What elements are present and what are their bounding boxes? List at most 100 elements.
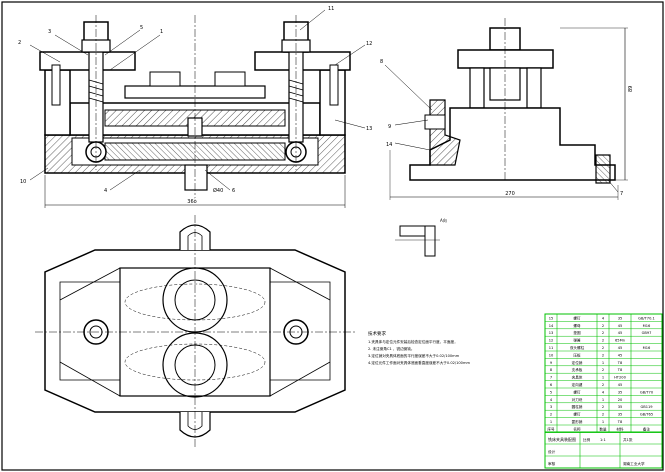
bom-cell: 螺钉 [573,389,581,394]
bom-cell: GB97 [642,331,652,335]
bom-cell: 3 [550,405,552,409]
bom-cell: 35 [618,390,623,394]
side-view: 89 270 [384,18,634,200]
bom-cell: 1 [550,420,552,424]
front-view-labels: 2 3 4 5 1 6 11 12 13 10 [18,6,372,194]
tech-title: 技术要求 [368,330,386,337]
bom-cell: 10 [549,353,554,357]
bom-cell: M16 [643,346,651,350]
bom-cell: 2 [602,383,604,387]
detail-label: A向 [440,217,447,223]
top-view [35,215,355,448]
title-block-footer: 铣床夹具装配图 比例 1:1 共1张 设计 审核 湖南工业大学 [544,431,663,469]
side-height-dim: 89 [628,86,634,92]
bom-cell: 圆柱销 [572,404,583,409]
bom-cell: HT200 [614,376,626,380]
bom-cell: GB/T65 [640,413,653,417]
bom-header-cell: 名称 [573,426,581,431]
bom-header-cell: 备注 [643,426,651,431]
side-width-dim: 270 [505,191,515,197]
bom-cell: 11 [549,346,554,350]
checker-label: 审核 [548,461,556,466]
balloon-4: 4 [104,188,107,194]
bom-cell: 螺母 [573,323,581,328]
bom-cell: 2 [602,339,604,343]
bom-cell: 45 [618,346,623,350]
drawing-title: 铣床夹具装配图 [548,436,576,442]
detail-view: A向 [395,217,447,257]
bom-cell: 35 [618,316,623,320]
bom-cell: M16 [643,324,651,328]
bom-cell: 弹簧 [573,338,581,343]
balloon-6: 6 [232,188,235,194]
bom-cell: 20 [618,398,623,402]
scale-label: 比例 [583,437,591,442]
bom-cell: 2 [602,368,604,372]
bom-cell: GB/T70 [640,390,654,394]
bom-header-cell: 序号 [547,426,555,431]
bom-cell: 8 [550,368,553,372]
bom-cell: 45 [618,324,623,328]
bom-header-cell: 材料 [616,426,624,431]
bom-cell: 45 [618,383,623,387]
bom-cell: T8 [617,420,623,424]
bom-cell: GB/T70.1 [638,316,655,320]
tech-line-2: 2. 未注倒角C1 ，锐边倒钝。 [368,346,414,351]
bom-header-cell: 数量 [599,426,607,431]
bom-cell: 2 [602,405,604,409]
balloon-11: 11 [328,6,334,12]
bom-cell: 2 [602,353,604,357]
bom-cell: 4 [602,316,605,320]
scale-value: 1:1 [600,438,606,442]
front-width-dim: 36ò [187,198,196,205]
bom-cell: 65Mn [615,339,625,343]
bom-cell: 定向键 [572,382,583,387]
balloon-10: 10 [20,179,26,185]
bom-cell: 45 [618,331,623,335]
bom-cell: 5 [550,390,552,394]
bom-cell: 7 [550,376,552,380]
balloon-7: 7 [620,191,623,197]
bom-cell: 1 [602,398,604,402]
school-name: 湖南工业大学 [623,461,645,466]
bom-cell: 6 [550,383,553,387]
bom-cell: 2 [602,413,604,417]
bom-cell: 1 [602,420,604,424]
designer-label: 设计 [548,449,556,454]
front-base-dim: Ø40 [213,187,223,194]
balloon-12: 12 [366,41,372,47]
bom-cell: 垫圈 [573,330,581,335]
bom-cell: 2 [602,324,604,328]
bom-cell: 35 [618,405,623,409]
bom-cell: 压板 [573,352,581,357]
bom-cell: 12 [549,339,554,343]
bom-cell: GB119 [640,405,653,409]
bom-cell: 9 [550,361,553,365]
bom-cell: T8 [617,368,623,372]
bom-cell: 夹具体 [572,375,583,380]
bom-cell: 14 [549,324,554,328]
balloon-9: 9 [388,124,391,130]
bom-cell: 4 [602,390,605,394]
bom-cell: 1 [602,361,604,365]
balloon-2: 2 [18,40,21,46]
bom-cell: 支承板 [572,367,583,372]
bom-cell: T8 [617,361,623,365]
bom-cell: 2 [602,331,604,335]
balloon-14: 14 [386,142,392,148]
tech-requirements: 技术要求 1.夹具体与定位元件安装后检查定位面平行度，平面度， 2. 未注倒角C… [368,330,470,365]
bom-cell: 45 [618,353,623,357]
bom-cell: 螺钉 [573,315,581,320]
balloon-3: 3 [48,29,51,35]
bom-cell: 菱形销 [572,419,583,424]
tech-line-4: 4.定位元件工作面对夹具体底面垂直度误差不大于0.02/100mm [368,360,470,365]
tech-line-3: 3.定位销对夹具体底面的平行度误差不大于0.02/100mm [368,353,460,358]
bom-cell: 2 [602,346,604,350]
tech-line-1: 1.夹具体与定位元件安装后检查定位面平行度，平面度， [368,339,458,344]
front-view: 36ò Ø40 [29,9,366,208]
bom-cell: 4 [550,398,553,402]
side-view-labels: 7 8 9 14 [380,59,623,197]
bom-cell: 13 [549,331,554,335]
